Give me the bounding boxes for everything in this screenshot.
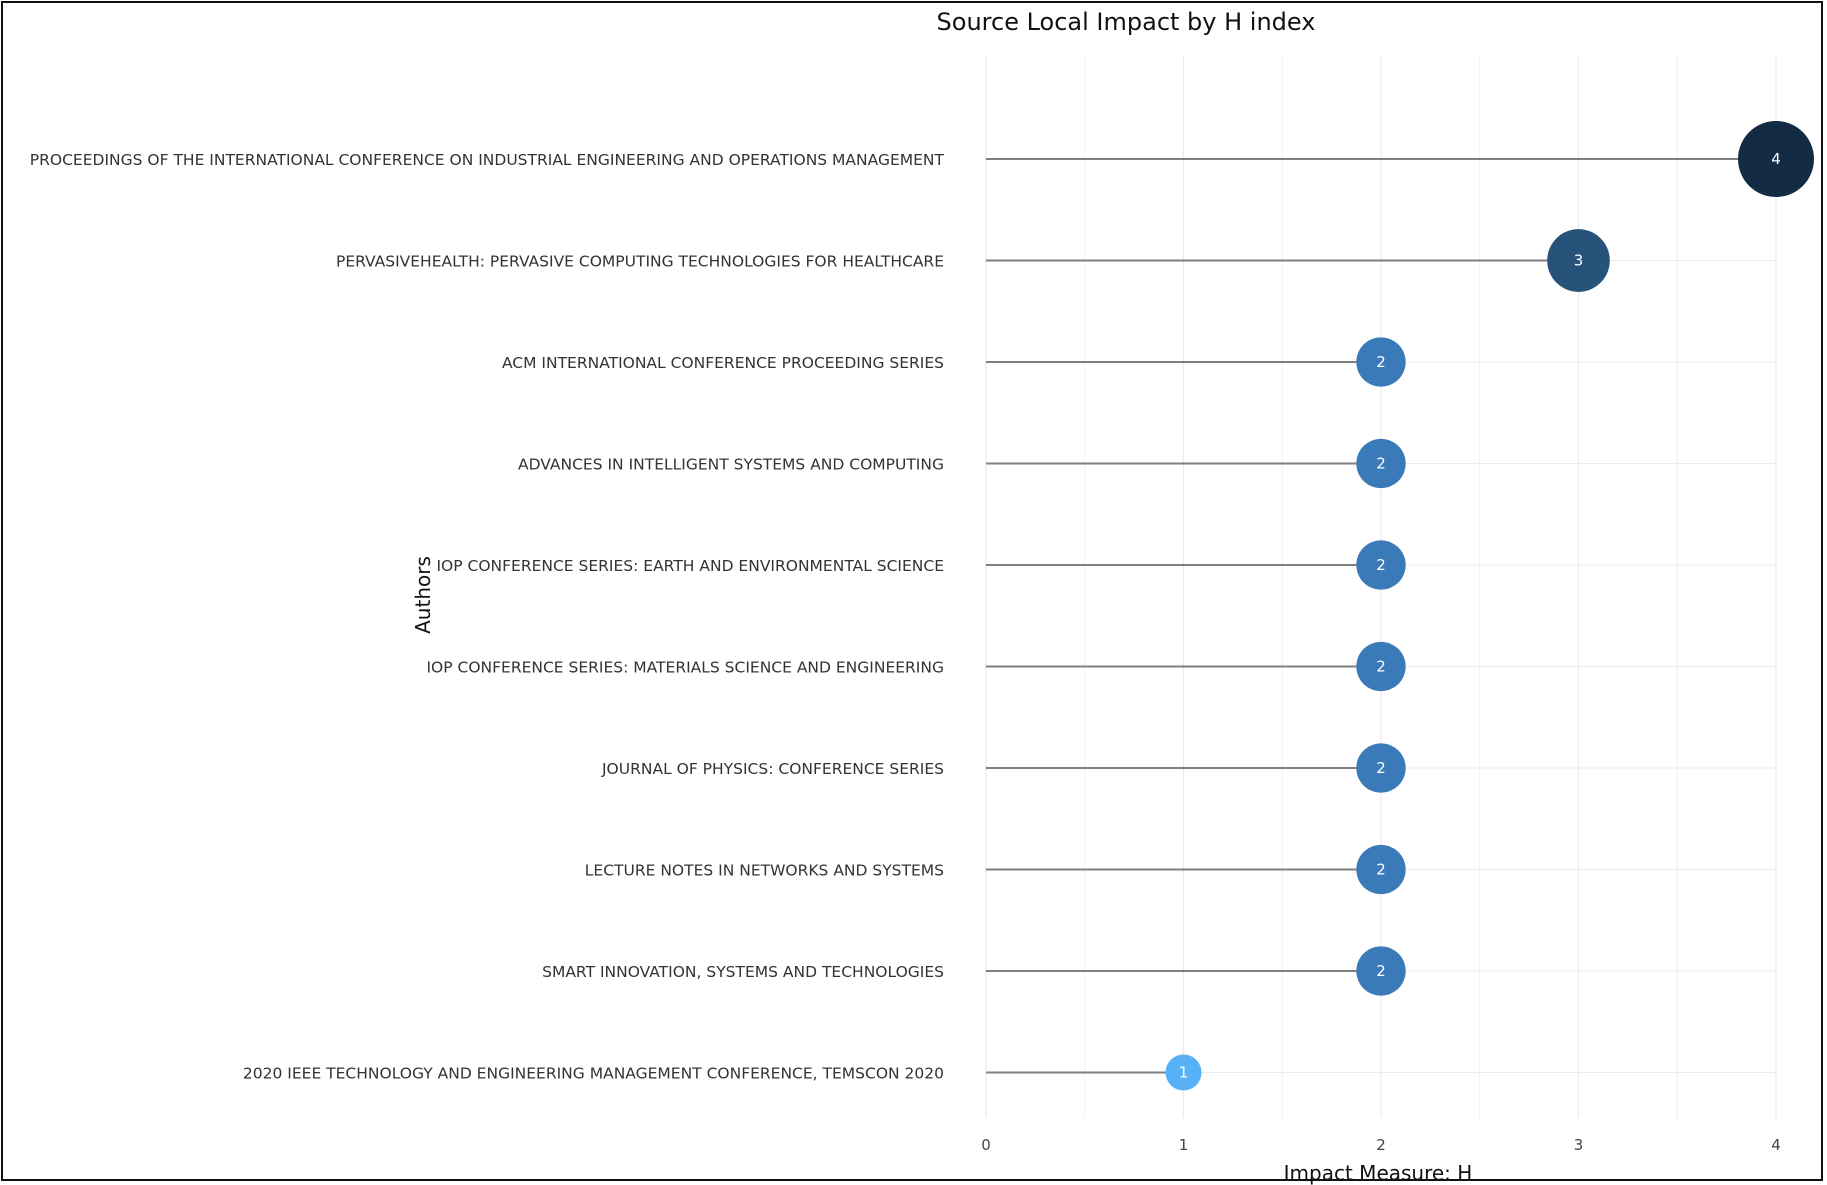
data-point bbox=[1738, 121, 1814, 197]
data-point bbox=[1356, 641, 1406, 692]
category-label: PROCEEDINGS OF THE INTERNATIONAL CONFERE… bbox=[30, 151, 945, 169]
data-point bbox=[1547, 229, 1610, 292]
category-label: ADVANCES IN INTELLIGENT SYSTEMS AND COMP… bbox=[518, 456, 944, 474]
data-point bbox=[1356, 337, 1406, 387]
data-point bbox=[1356, 743, 1406, 793]
data-point bbox=[1356, 540, 1406, 590]
category-label: LECTURE NOTES IN NETWORKS AND SYSTEMS bbox=[585, 862, 944, 880]
y-axis-title: Authors bbox=[411, 556, 435, 634]
data-label: 1 bbox=[1179, 1064, 1189, 1082]
x-tick-label: 2 bbox=[1376, 1136, 1386, 1154]
data-label: 3 bbox=[1574, 252, 1584, 270]
x-axis-title: Impact Measure: H bbox=[1284, 1161, 1473, 1185]
data-point bbox=[1356, 946, 1406, 996]
x-tick-label: 3 bbox=[1574, 1136, 1584, 1154]
chart-title: Source Local Impact by H index bbox=[937, 8, 1316, 36]
data-point bbox=[1356, 438, 1406, 489]
data-label: 2 bbox=[1376, 962, 1386, 980]
data-label: 2 bbox=[1376, 455, 1386, 473]
data-label: 2 bbox=[1376, 353, 1386, 371]
data-points: 4 3 2 2 2 2 2 2 2 1 bbox=[1165, 121, 1814, 1091]
data-label: 4 bbox=[1771, 150, 1781, 168]
x-tick-label: 1 bbox=[1179, 1136, 1189, 1154]
x-tick-label: 0 bbox=[981, 1136, 991, 1154]
category-label: PERVASIVEHEALTH: PERVASIVE COMPUTING TEC… bbox=[336, 253, 944, 271]
stems bbox=[986, 158, 1776, 1074]
category-label: JOURNAL OF PHYSICS: CONFERENCE SERIES bbox=[601, 760, 944, 778]
x-tick-labels: 0 1 2 3 4 bbox=[981, 1136, 1781, 1154]
category-label: ACM INTERNATIONAL CONFERENCE PROCEEDING … bbox=[502, 354, 944, 372]
data-label: 2 bbox=[1376, 556, 1386, 574]
category-label: 2020 IEEE TECHNOLOGY AND ENGINEERING MAN… bbox=[243, 1065, 944, 1083]
category-label: SMART INNOVATION, SYSTEMS AND TECHNOLOGI… bbox=[542, 963, 944, 981]
data-point bbox=[1165, 1054, 1202, 1091]
category-labels: PROCEEDINGS OF THE INTERNATIONAL CONFERE… bbox=[30, 151, 945, 1083]
data-point bbox=[1356, 844, 1406, 895]
data-label: 2 bbox=[1376, 861, 1386, 879]
category-label: IOP CONFERENCE SERIES: EARTH AND ENVIRON… bbox=[436, 557, 944, 575]
data-label: 2 bbox=[1376, 658, 1386, 676]
data-label: 2 bbox=[1376, 759, 1386, 777]
x-tick-label: 4 bbox=[1771, 1136, 1781, 1154]
category-label: IOP CONFERENCE SERIES: MATERIALS SCIENCE… bbox=[426, 659, 944, 677]
